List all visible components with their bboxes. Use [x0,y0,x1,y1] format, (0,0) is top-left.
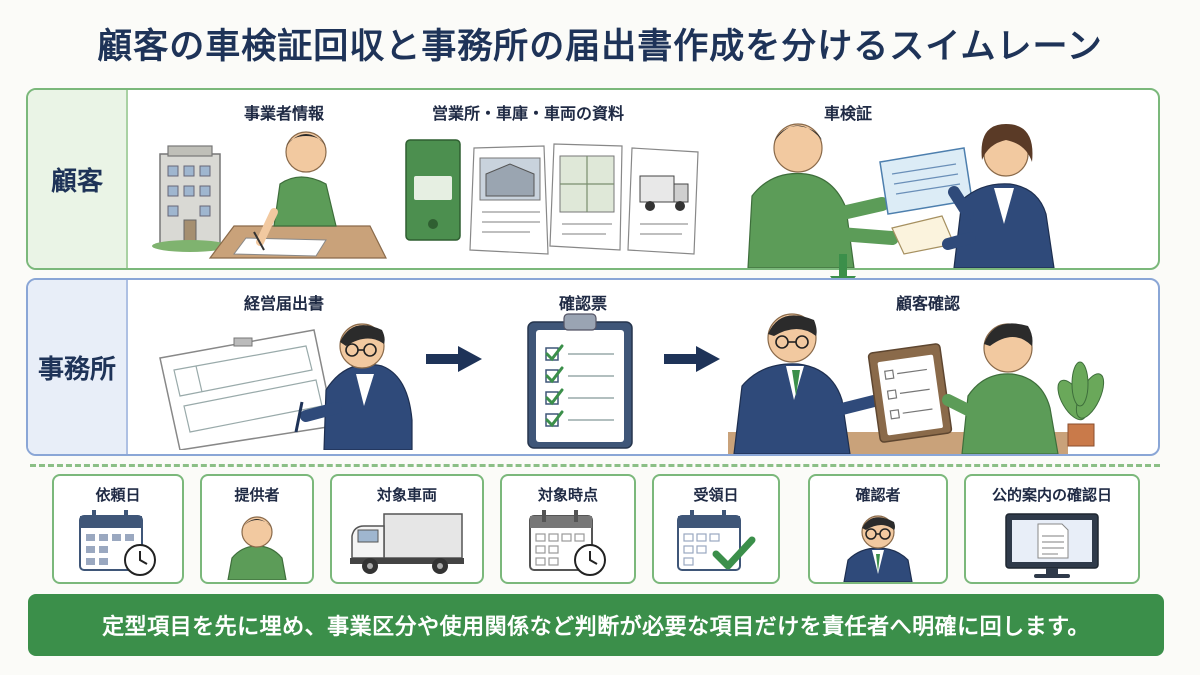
card-label: 公的案内の確認日 [991,486,1112,504]
info-card-provider: 提供者 [200,474,314,584]
truck-icon [350,513,464,574]
section-divider [30,464,1160,467]
info-card-target-time: 対象時点 [500,474,636,584]
page-title: 顧客の車検証回収と事務所の届出書作成を分けるスイムレーン [97,27,1103,67]
person-icon [227,516,287,580]
lane-label-office: 事務所 [28,280,128,454]
arrow-right-icon [664,346,720,372]
monitor-document-icon [1005,513,1099,578]
customer-confirmation-illustration [728,313,1105,454]
card-label: 受領日 [693,486,739,504]
site-documents-illustration [405,139,699,255]
lane-office: 事務所 経営届出書 確認票 [26,278,1160,456]
summary-banner: 定型項目を先に埋め、事業区分や使用関係など判断が必要な項目だけを責任者へ明確に回… [28,594,1164,656]
step-label-vehicle-certificate: 車検証 [823,104,872,123]
info-card-target-vehicle: 対象車両 [330,474,484,584]
card-label: 提供者 [234,486,280,504]
clipboard-checklist-icon [527,313,633,449]
step-label-site-documents: 営業所・車庫・車両の資料 [431,104,624,123]
step-label-business-form: 経営届出書 [243,294,324,313]
card-label: 依頼日 [95,486,141,504]
card-label: 対象時点 [537,486,598,504]
vehicle-certificate-handover-illustration [747,123,1055,268]
step-label-business-info: 事業者情報 [243,104,324,123]
card-label: 対象車両 [376,486,437,504]
person-glasses-icon [843,515,913,582]
lane-customer: 顧客 事業者情報 営業所・車庫・車両の資料 [26,88,1160,270]
calendar-clock-icon [529,510,606,576]
calendar-check-icon [677,510,756,571]
step-label-checklist: 確認票 [558,294,607,313]
info-card-received-date: 受領日 [652,474,780,584]
info-card-public-guidance-date: 公的案内の確認日 [964,474,1140,584]
step-label-customer-confirmation: 顧客確認 [895,294,960,313]
info-card-request-date: 依頼日 [52,474,184,584]
business-info-illustration [152,131,387,259]
calendar-clock-icon [79,510,156,576]
card-label: 確認者 [855,486,901,504]
info-card-confirmer: 確認者 [808,474,948,584]
business-form-illustration [159,323,413,450]
arrow-right-icon [426,346,482,372]
lane-label-customer: 顧客 [28,90,128,268]
